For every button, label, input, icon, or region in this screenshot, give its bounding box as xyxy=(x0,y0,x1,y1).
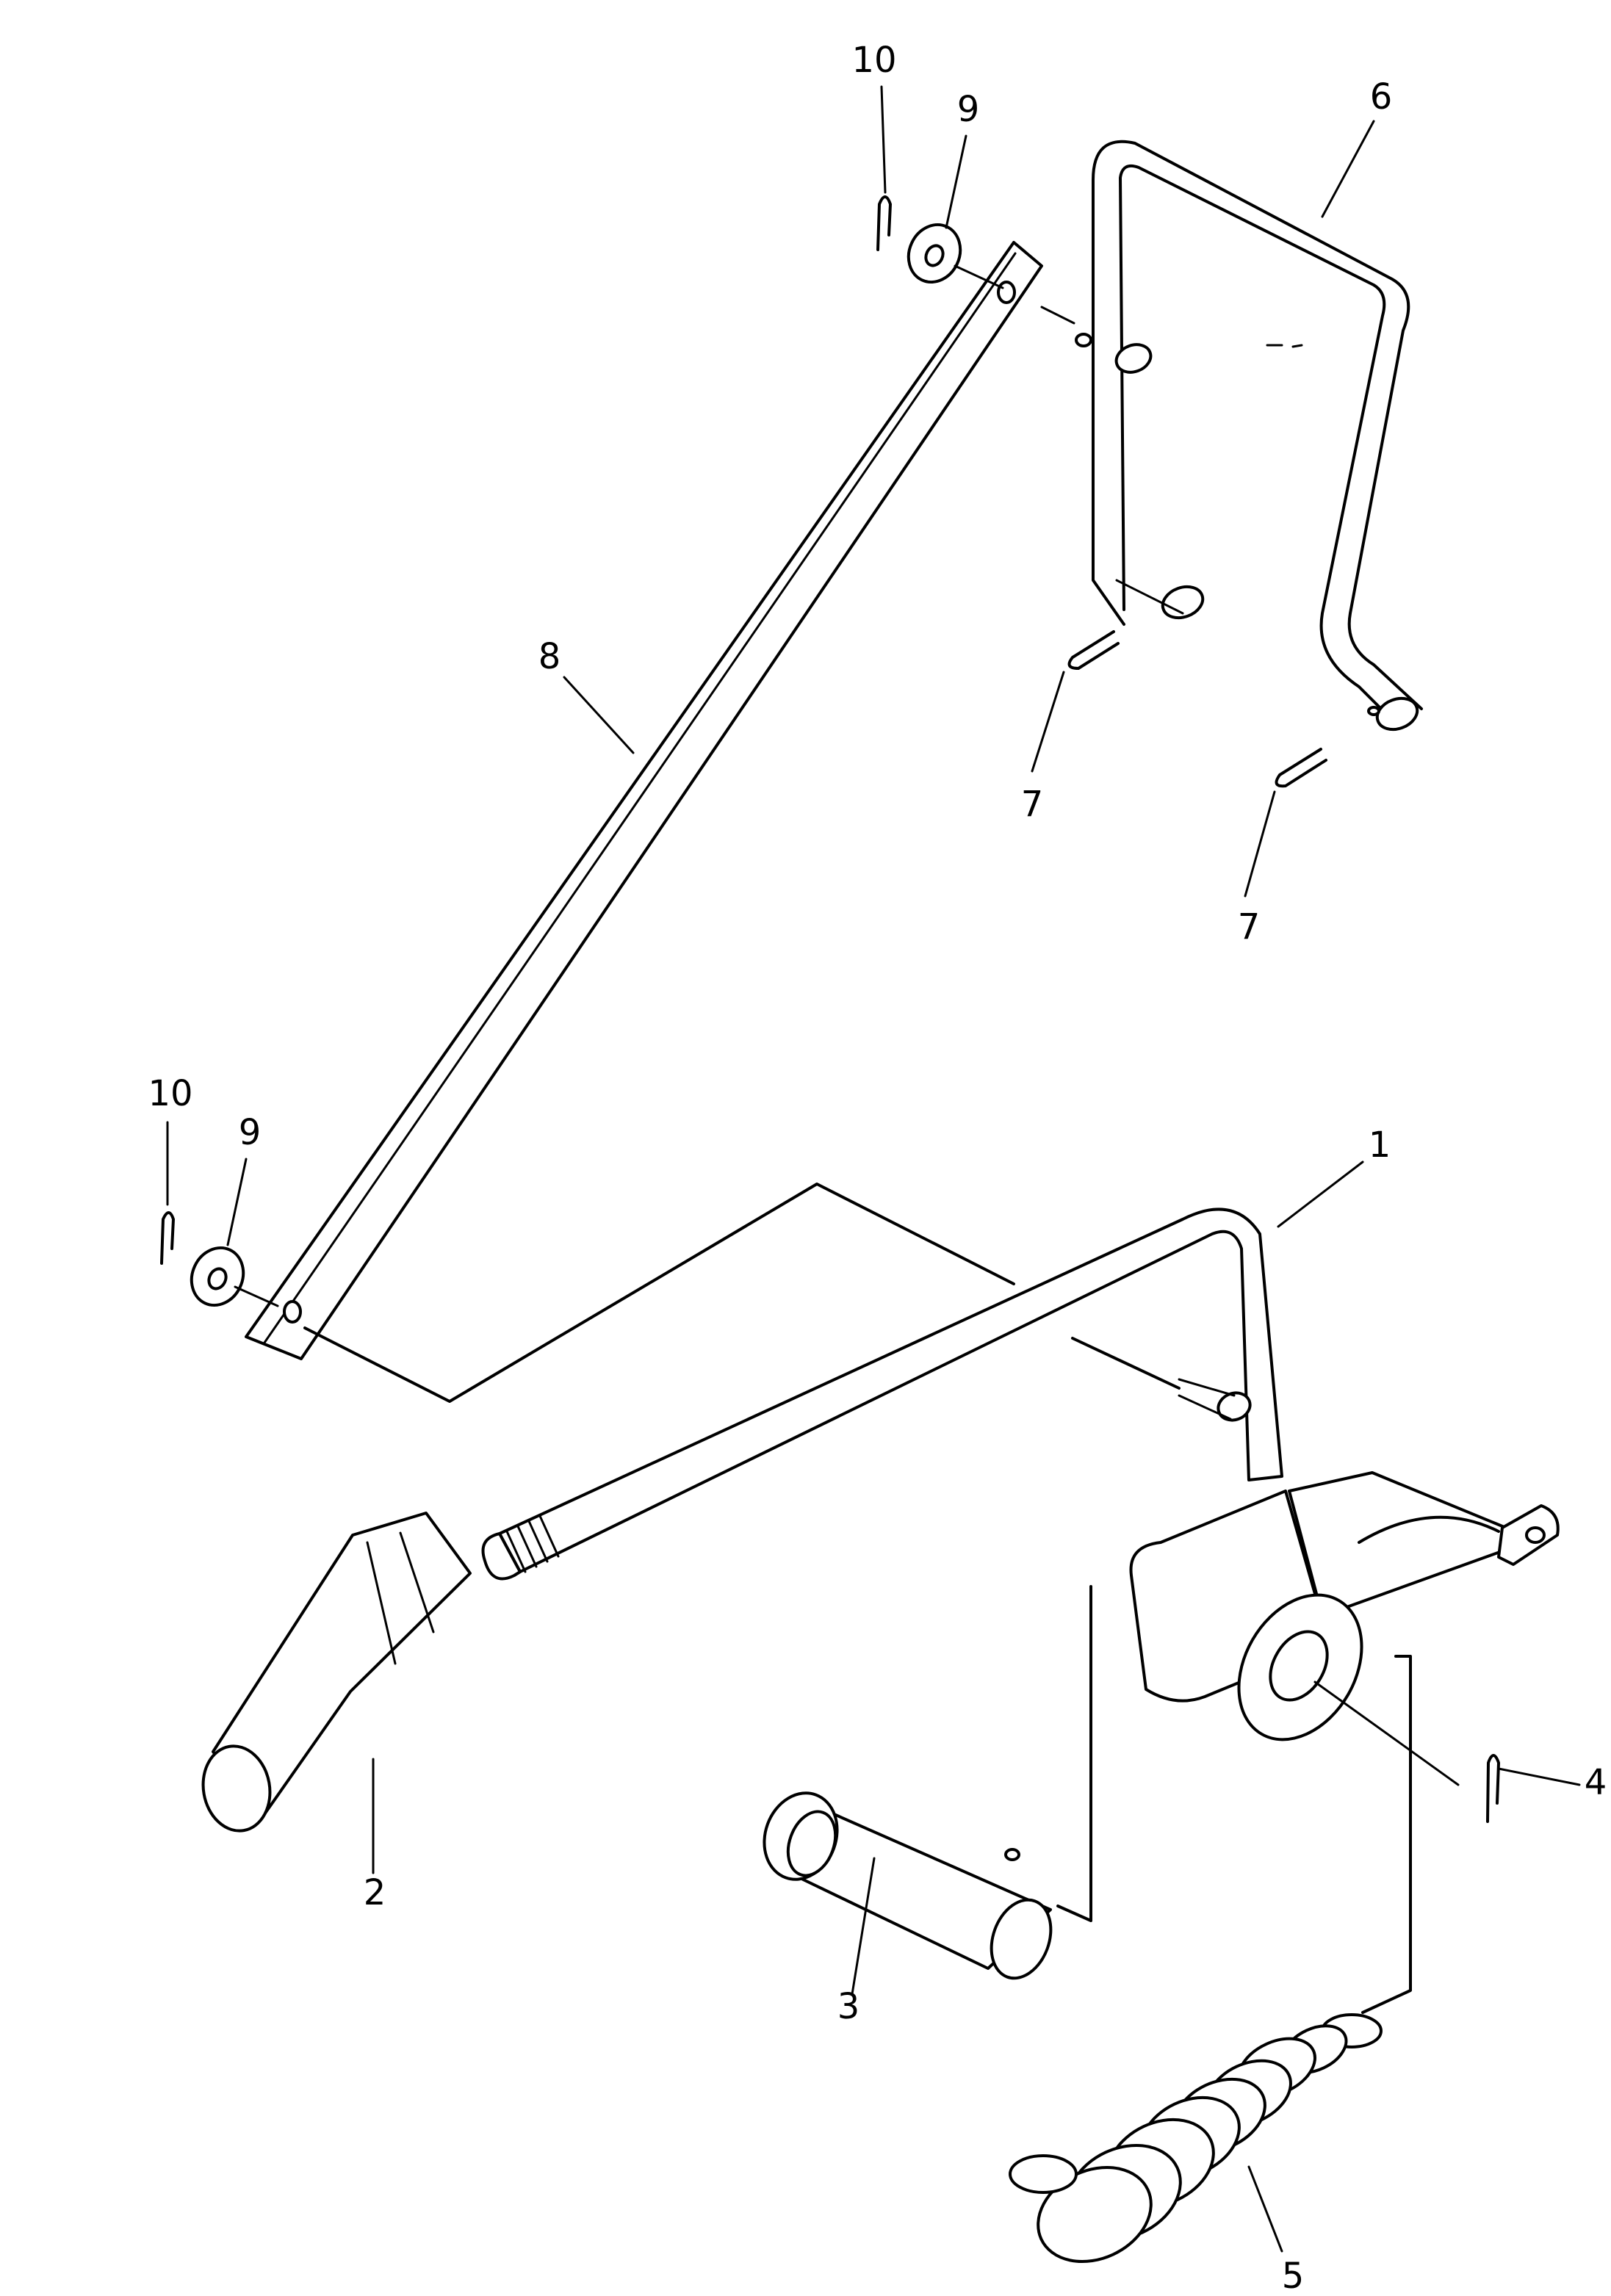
leader-lines xyxy=(166,85,1581,2253)
callout-3: 3 xyxy=(837,1986,860,2027)
knob xyxy=(201,1512,472,1833)
callouts: 1 2 3 4 5 6 7 7 8 9 9 10 10 xyxy=(148,40,1607,2296)
callout-5: 5 xyxy=(1282,2256,1305,2296)
callout-9a: 9 xyxy=(957,89,980,130)
cotter-pin-7b xyxy=(1275,748,1327,788)
cotter-pin-top xyxy=(876,195,892,251)
cotter-pin-4 xyxy=(1486,1754,1500,1823)
callout-10a: 10 xyxy=(851,40,896,81)
washer-bottom xyxy=(190,1246,279,1307)
assembly-line-rod-lever xyxy=(303,1183,1015,1403)
assembly-line-pin xyxy=(1056,1585,1092,1922)
callout-6: 6 xyxy=(1370,76,1393,118)
spring xyxy=(1009,1655,1412,2264)
link-rod xyxy=(245,241,1043,1360)
cotter-pin-7a xyxy=(1067,630,1120,670)
pedal-frame xyxy=(1075,140,1423,732)
callout-9b: 9 xyxy=(239,1112,262,1153)
callout-2: 2 xyxy=(364,1872,386,1913)
callout-7a: 7 xyxy=(1021,784,1044,825)
callout-8: 8 xyxy=(538,636,561,677)
main-lever xyxy=(481,1207,1560,1786)
assembly-line-hidden xyxy=(1071,1337,1181,1390)
callout-10b: 10 xyxy=(148,1073,192,1114)
cotter-pin-bottom xyxy=(160,1211,175,1265)
callout-4: 4 xyxy=(1585,1762,1607,1803)
callout-1: 1 xyxy=(1369,1124,1391,1166)
clevis-pin xyxy=(763,1791,1053,1980)
callout-7b: 7 xyxy=(1238,906,1261,947)
